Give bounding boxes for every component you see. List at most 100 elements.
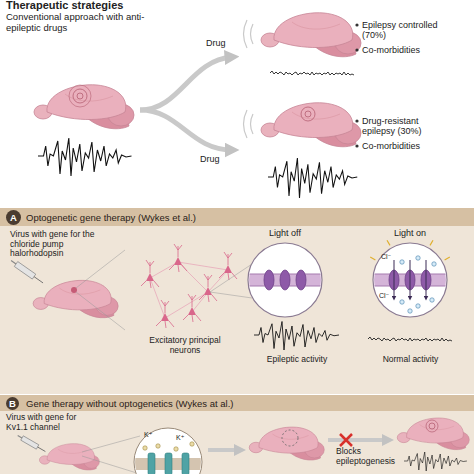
seizure-focus — [73, 89, 87, 103]
brain — [249, 427, 324, 460]
neuron — [169, 244, 187, 272]
bullet — [355, 119, 358, 122]
ion-label: K⁺ — [176, 434, 184, 442]
brain — [33, 280, 118, 317]
neuron — [156, 300, 174, 328]
eeg-trace — [254, 322, 339, 351]
drug-waves — [244, 110, 254, 138]
resistant-brain — [261, 103, 361, 147]
annotation-text: Conventional approach with anti-epilepti… — [6, 12, 156, 33]
annotation-text: Excitatory principal neurons — [135, 336, 235, 355]
ion-label: Cl⁻ — [381, 253, 391, 261]
seizure-focus — [301, 107, 315, 121]
potassium-ion — [143, 446, 147, 450]
circle-heading: Light off — [247, 228, 323, 239]
epileptic-brain — [397, 418, 469, 450]
syringe-barrel — [14, 262, 35, 280]
halorhodopsin-pump — [280, 270, 290, 290]
protected-focus — [282, 430, 298, 446]
kv1-1-channel — [148, 453, 155, 474]
neuron-network — [150, 262, 228, 318]
ion-label: Cl⁻ — [379, 292, 389, 300]
annotation-text: Epileptic activity — [248, 355, 346, 365]
brain — [39, 444, 99, 470]
chloride-ion — [416, 304, 420, 308]
ion-flow-arrow — [394, 260, 395, 298]
eeg-trace — [268, 158, 357, 198]
syringe-needle — [34, 277, 43, 283]
membrane-zoom — [370, 256, 450, 313]
annotation-text: Epilepsy controlled (70%) — [362, 20, 452, 40]
section-heading: Gene therapy without optogenetics (Wykes… — [26, 398, 233, 409]
chloride-ion — [400, 300, 404, 304]
zoom-line — [210, 292, 252, 298]
annotation-text: Blocks epileptogenesis — [336, 447, 406, 466]
potassium-ion — [156, 444, 160, 448]
bullet — [355, 23, 358, 26]
block-cross — [340, 434, 352, 446]
seizure-focus — [305, 111, 311, 117]
zoom-line — [82, 436, 140, 452]
treated-brain — [261, 13, 361, 57]
eeg-trace — [38, 138, 132, 176]
annotation-text: Virus with gene for Kv1.1 channel — [6, 413, 91, 432]
syringe-plunger — [18, 436, 22, 439]
chloride-ion — [416, 256, 420, 260]
zoom-line — [210, 264, 252, 292]
ion-flow-arrow — [426, 260, 427, 298]
potassium-ion — [190, 442, 194, 446]
bullet — [355, 48, 358, 51]
eeg-trace — [404, 452, 467, 471]
branch-arrow — [140, 57, 232, 110]
section-heading: Optogenetic gene therapy (Wykes et al.) — [26, 212, 196, 223]
annotation-text: Normal activity — [363, 355, 458, 365]
annotation-text: Drug — [206, 38, 226, 48]
neuron — [141, 260, 159, 288]
epileptic-brain — [34, 85, 134, 129]
chloride-ion — [400, 260, 404, 264]
zoom-line — [82, 456, 140, 474]
annotation-text: Drug — [200, 154, 220, 164]
ion-flow-arrow — [410, 260, 411, 298]
halorhodopsin-pump — [264, 270, 274, 290]
potassium-ion — [174, 447, 178, 451]
membrane-zoom — [130, 442, 210, 474]
syringe-plunger — [11, 261, 16, 264]
syringe — [9, 258, 44, 285]
syringe-barrel — [21, 436, 39, 449]
figure-title: Therapeutic strategies — [6, 0, 123, 11]
ion-label: K⁺ — [144, 431, 152, 439]
annotation-text: Drug-resistant epilepsy (30%) — [362, 116, 452, 136]
seizure-focus — [77, 93, 83, 99]
seizure-focus — [426, 420, 438, 432]
seizure-focus — [429, 423, 435, 429]
syringe — [16, 433, 46, 453]
light-rays — [370, 240, 450, 260]
seizure-focus — [69, 85, 91, 107]
neuron — [183, 294, 201, 322]
branch-arrow — [140, 110, 232, 150]
chloride-ion — [432, 262, 436, 266]
process-arrow — [208, 448, 240, 452]
halorhodopsin-pump — [296, 270, 306, 290]
chloride-ion — [408, 309, 412, 313]
bullet — [355, 144, 358, 147]
section-badge: B — [6, 397, 19, 410]
annotation-text: Co-morbidities — [362, 45, 452, 55]
neuron — [199, 274, 217, 302]
annotation-text: Virus with gene for the chloride pump ha… — [10, 230, 115, 259]
membrane-zoom — [245, 270, 325, 290]
zoom-line — [76, 292, 125, 330]
annotation-text: Co-morbidities — [362, 141, 452, 151]
blocked-arrow — [328, 438, 388, 442]
syringe-needle — [38, 447, 46, 452]
kv1-1-channel — [182, 453, 189, 474]
section-badge: A — [6, 210, 21, 225]
eeg-trace — [270, 71, 354, 75]
circle-heading: Light on — [372, 228, 448, 239]
drug-waves — [244, 20, 254, 48]
chloride-ion — [430, 298, 434, 302]
kv1-1-channel — [165, 453, 172, 474]
